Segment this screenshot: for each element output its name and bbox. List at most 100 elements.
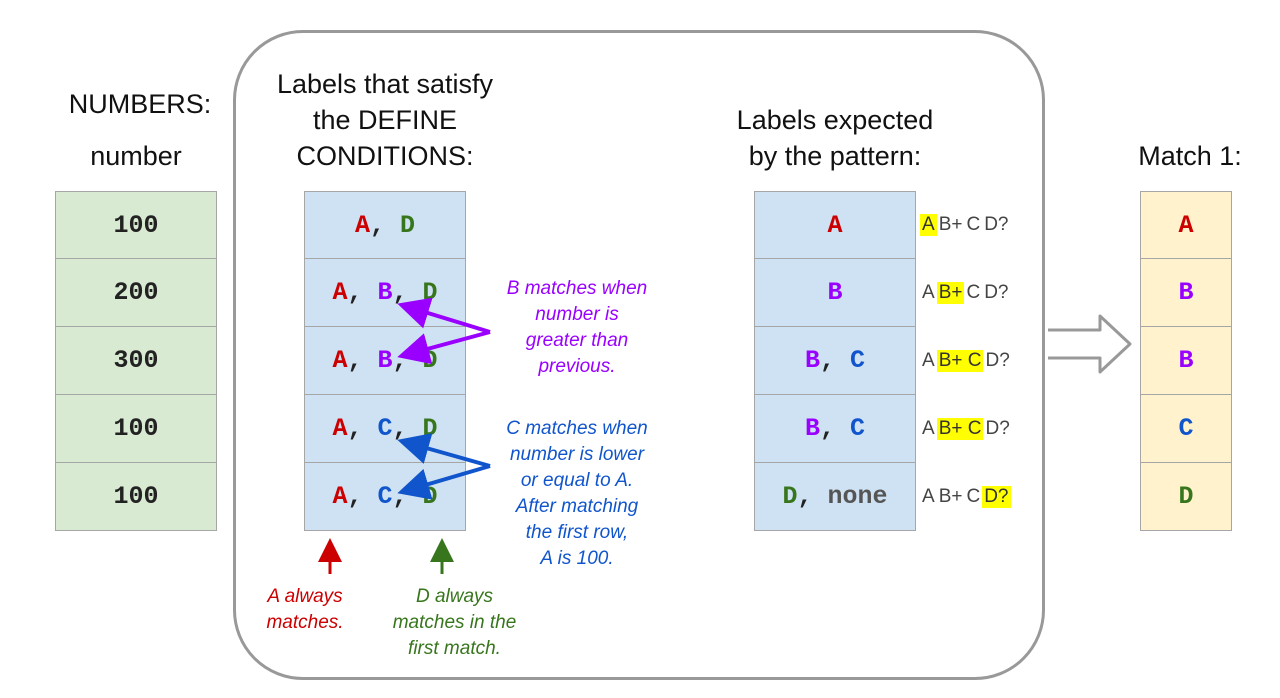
numbers-column: 100 200 300 100 100 bbox=[55, 191, 217, 531]
label-b: B bbox=[804, 346, 820, 375]
pattern-token: A bbox=[922, 486, 935, 507]
match-column: A B B C D bbox=[1140, 191, 1232, 531]
pattern-token: D? bbox=[985, 418, 1010, 439]
b-arrow-row2 bbox=[397, 297, 491, 334]
expected-title-line1: Labels expected bbox=[736, 105, 934, 135]
number-cell: 100 bbox=[55, 395, 217, 463]
b-note-line: B matches when bbox=[506, 278, 648, 299]
b-arrows bbox=[397, 297, 491, 365]
label-b: B bbox=[377, 278, 393, 307]
numbers-column-header: number bbox=[90, 141, 182, 171]
label-separator: , bbox=[347, 482, 378, 511]
label-separator: , bbox=[797, 482, 828, 511]
b-arrow-row3 bbox=[397, 330, 491, 365]
number-cell: 300 bbox=[55, 327, 217, 395]
a-note-line: matches. bbox=[266, 612, 344, 633]
label-a: A bbox=[332, 278, 348, 307]
c-arrows bbox=[397, 433, 491, 500]
pattern-token-highlighted: A bbox=[920, 214, 937, 236]
b-note-line: previous. bbox=[538, 356, 616, 377]
c-note-line: A is 100. bbox=[540, 548, 614, 569]
expected-label-cell: A bbox=[754, 191, 916, 259]
pattern-token: C bbox=[966, 214, 981, 235]
big-hollow-arrow bbox=[1048, 314, 1132, 374]
pattern-token: B+ bbox=[938, 486, 963, 507]
match-label-b: B bbox=[1178, 346, 1194, 375]
match-cell: D bbox=[1140, 463, 1232, 531]
label-b: B bbox=[377, 346, 393, 375]
label-separator: , bbox=[347, 414, 378, 443]
d-note-line: matches in the bbox=[392, 612, 517, 633]
match-cell: B bbox=[1140, 327, 1232, 395]
pattern-token: A bbox=[922, 282, 935, 303]
define-title-line1: Labels that satisfy bbox=[276, 69, 494, 99]
pattern-token: C bbox=[966, 486, 981, 507]
label-a: A bbox=[827, 210, 843, 240]
expected-label-cell: B, C bbox=[754, 327, 916, 395]
label-d: D bbox=[400, 210, 416, 240]
c-note-line: After matching bbox=[515, 496, 639, 517]
define-title-line3: CONDITIONS: bbox=[296, 141, 474, 171]
define-label-cell: A, B, D bbox=[304, 327, 466, 395]
match-label-a: A bbox=[1178, 210, 1194, 240]
label-c: C bbox=[850, 346, 866, 375]
c-note-line: or equal to A. bbox=[520, 470, 634, 491]
c-arrow-row4 bbox=[397, 433, 491, 468]
expected-label-cell: B bbox=[754, 259, 916, 327]
match-cell: A bbox=[1140, 191, 1232, 259]
match-title: Match 1: bbox=[1138, 141, 1242, 171]
match-cell: C bbox=[1140, 395, 1232, 463]
label-d: D bbox=[782, 482, 798, 511]
label-a: A bbox=[354, 210, 370, 240]
match-label-c: C bbox=[1178, 414, 1194, 443]
pattern-token: B+ bbox=[938, 214, 963, 235]
define-label-cell: A, D bbox=[304, 191, 466, 259]
c-note-line: C matches when bbox=[506, 418, 648, 439]
c-arrow-row5 bbox=[397, 464, 491, 500]
d-note-line: first match. bbox=[408, 638, 501, 659]
c-note: C matches when number is lower or equal … bbox=[482, 416, 672, 572]
c-note-line: the first row, bbox=[525, 522, 629, 543]
number-cell: 100 bbox=[55, 191, 217, 259]
d-note: D always matches in the first match. bbox=[372, 584, 537, 662]
b-note: B matches when number is greater than pr… bbox=[482, 276, 672, 380]
expected-label-cell: D, none bbox=[754, 463, 916, 531]
match-label-b: B bbox=[1178, 278, 1194, 307]
number-cell: 100 bbox=[55, 463, 217, 531]
define-title-line2: the DEFINE bbox=[312, 105, 458, 135]
b-note-line: greater than bbox=[525, 330, 629, 351]
label-separator: , bbox=[347, 346, 378, 375]
label-a: A bbox=[332, 482, 348, 511]
a-note: A always matches. bbox=[240, 584, 370, 636]
label-a: A bbox=[332, 414, 348, 443]
match-label-d: D bbox=[1178, 482, 1194, 511]
d-note-line: D always bbox=[415, 586, 494, 607]
number-cell: 200 bbox=[55, 259, 217, 327]
label-separator: , bbox=[819, 414, 850, 443]
label-c: C bbox=[850, 414, 866, 443]
expected-label-cell: B, C bbox=[754, 395, 916, 463]
pattern-token: D? bbox=[984, 282, 1009, 303]
pattern-token-highlighted: B+ C bbox=[936, 418, 984, 440]
label-c: C bbox=[377, 414, 393, 443]
pattern-token: D? bbox=[984, 214, 1009, 235]
label-separator: , bbox=[347, 278, 378, 307]
label-separator: , bbox=[369, 210, 400, 240]
a-note-line: A always bbox=[267, 586, 343, 607]
label-none: none bbox=[827, 482, 888, 511]
label-b: B bbox=[827, 278, 843, 307]
label-separator: , bbox=[819, 346, 850, 375]
expected-title-line2: by the pattern: bbox=[748, 141, 922, 171]
pattern-token: D? bbox=[985, 350, 1010, 371]
pattern-token: C bbox=[966, 282, 981, 303]
b-note-line: number is bbox=[535, 304, 619, 325]
pattern-token: A bbox=[922, 350, 935, 371]
pattern-token: A bbox=[922, 418, 935, 439]
pattern-token-highlighted: D? bbox=[982, 486, 1011, 508]
